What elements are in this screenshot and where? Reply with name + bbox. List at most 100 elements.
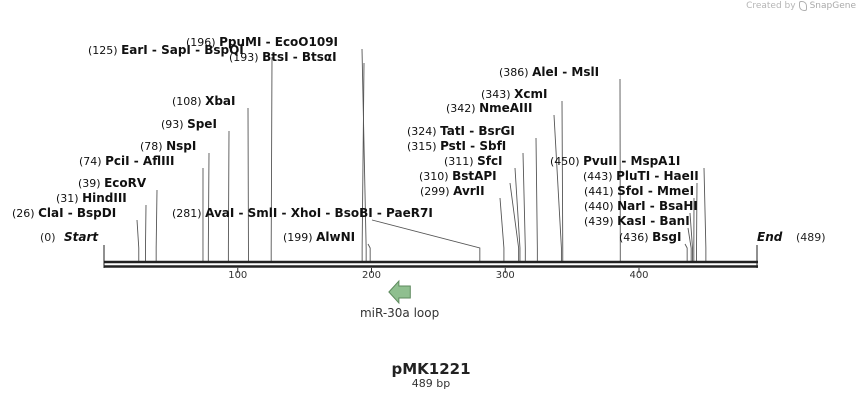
restriction-site-label[interactable]: (342) NmeAIII [446,101,532,115]
site-enzyme-names: PluTI - HaeII [616,169,699,183]
restriction-site-label[interactable]: (439) KasI - BanI [584,214,690,228]
site-enzyme-names: EcoRV [104,176,147,190]
restriction-site-label[interactable]: (26) ClaI - BspDI [12,206,116,220]
site-enzyme-names: AleI - MslI [532,65,599,79]
site-position: (199) [283,231,316,244]
site-position: (386) [499,66,532,79]
site-leader-line [499,197,505,261]
site-enzyme-names: ClaI - BspDI [38,206,116,220]
restriction-site-label[interactable]: (39) EcoRV [78,176,147,190]
site-enzyme-names: SfcI [477,154,502,168]
feature-track: miR-30a loop [360,279,439,320]
restriction-site-label[interactable]: (196) PpuMI - EcoO109I [186,35,338,49]
site-position: (324) [407,125,440,138]
site-leader-line [553,114,562,261]
sequence-backbone [103,245,758,268]
site-enzyme-names: BtsI - BtsαI [262,50,337,64]
plasmid-length: 489 bp [411,377,451,390]
restriction-site-label[interactable]: (193) BtsI - BtsαI [229,50,337,64]
site-enzyme-names: XbaI [205,94,235,108]
restriction-site-label[interactable]: (78) NspI [140,139,196,153]
restriction-site-label[interactable]: (324) TatI - BsrGI [407,124,515,138]
site-position: (93) [161,118,187,131]
site-leader-line [270,56,273,261]
site-labels: (196) PpuMI - EcoO109I(193) BtsI - BtsαI… [12,35,699,244]
credit-prefix: Created by [746,1,796,11]
site-position: (193) [229,51,262,64]
restriction-site-label[interactable]: (199) AlwNI [283,230,355,244]
site-position: (78) [140,140,166,153]
site-leader-line [361,62,365,261]
site-position: (310) [419,170,452,183]
restriction-site-label[interactable]: (436) BsgI [619,230,681,244]
site-enzyme-names: HindIII [82,191,127,205]
site-enzyme-names: BstAPI [452,169,497,183]
site-leader-line [367,243,371,261]
site-position: (439) [584,215,617,228]
site-leader-line [136,219,140,261]
restriction-site-label[interactable]: (125) EarI - SapI - BspQI [88,43,244,57]
restriction-site-label[interactable]: (310) BstAPI [419,169,497,183]
restriction-site-label[interactable]: (443) PluTI - HaeII [583,169,699,183]
site-leader-line [207,152,210,261]
site-position: (443) [583,170,616,183]
site-position: (74) [79,155,105,168]
restriction-site-label[interactable]: (441) SfoI - MmeI [584,184,694,198]
restriction-site-label[interactable]: (31) HindIII [56,191,127,205]
site-enzyme-names: NmeAIII [479,101,532,115]
restriction-site-label[interactable]: (281) AvaI - SmlI - XhoI - BsoBI - PaeR7… [172,206,433,220]
site-position: (26) [12,207,38,220]
site-enzyme-names: PciI - AflIII [105,154,174,168]
restriction-site-label[interactable]: (343) XcmI [481,87,547,101]
snapgene-credit: Created by SnapGene [746,1,856,11]
site-position: (125) [88,44,121,57]
site-position: (450) [550,155,583,168]
feature-label[interactable]: miR-30a loop [360,306,439,320]
restriction-site-label[interactable]: (450) PvuII - MspA1I [550,154,680,168]
site-enzyme-names: NarI - BsaHI [617,199,698,213]
ruler-tick-label: 300 [496,270,515,281]
site-position: (440) [584,200,617,213]
site-enzyme-names: SfoI - MmeI [617,184,694,198]
site-leader-line [371,219,481,261]
snapgene-logo-icon [798,1,807,11]
start-label: Start [64,230,99,244]
site-position: (441) [584,185,617,198]
site-enzyme-names: AvaI - SmlI - XhoI - BsoBI - PaeR7I [205,206,433,220]
feature-arrow[interactable] [388,279,411,305]
restriction-site-label[interactable]: (299) AvrII [420,184,485,198]
site-enzyme-names: SpeI [187,117,217,131]
restriction-site-label[interactable]: (440) NarI - BsaHI [584,199,698,213]
site-enzyme-names: NspI [166,139,196,153]
site-position: (315) [407,140,440,153]
site-enzyme-names: PpuMI - EcoO109I [219,35,338,49]
site-position: (436) [619,231,652,244]
restriction-site-label[interactable]: (315) PstI - SbfI [407,139,506,153]
site-position: (281) [172,207,205,220]
site-enzyme-names: PvuII - MspA1I [583,154,680,168]
site-leader-line [145,204,147,261]
site-leader-line [535,137,538,261]
site-position: (343) [481,88,514,101]
site-leader-line [522,152,526,261]
ruler-tick-label: 400 [629,270,648,281]
site-position: (108) [172,95,205,108]
site-leader-line [227,130,230,261]
restriction-site-label[interactable]: (108) XbaI [172,94,235,108]
end-position: (489) [796,231,826,244]
restriction-site-label[interactable]: (93) SpeI [161,117,217,131]
site-position: (299) [420,185,453,198]
site-position: (196) [186,36,219,49]
restriction-site-label[interactable]: (311) SfcI [444,154,503,168]
restriction-site-label[interactable]: (74) PciI - AflIII [79,154,174,168]
site-leader-line [703,167,707,261]
site-enzyme-names: EarI - SapI - BspQI [121,43,244,57]
credit-brand: SnapGene [809,1,856,11]
site-leader-line [561,100,564,261]
site-position: (39) [78,177,104,190]
site-leader-line [155,189,158,261]
restriction-site-label[interactable]: (386) AleI - MslI [499,65,599,79]
site-position: (311) [444,155,477,168]
